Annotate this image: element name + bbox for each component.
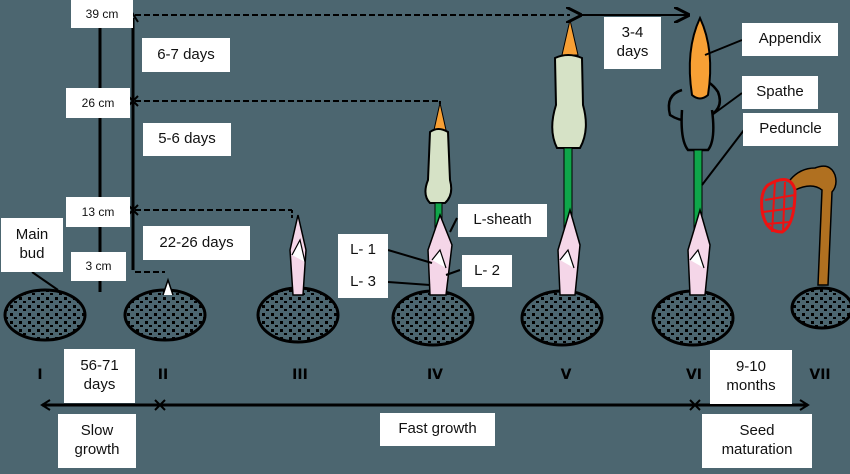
label-spathe: Spathe — [742, 76, 818, 109]
label-l-sheath: L-sheath — [458, 204, 547, 237]
tuber-stage-iv — [391, 289, 475, 347]
stage-label-v: V — [560, 367, 572, 383]
scale-label-39cm: 39 cm — [71, 0, 133, 28]
plant-stage-v — [551, 19, 587, 296]
plant-stage-vi — [667, 15, 722, 296]
stage-label-iii: III — [292, 367, 308, 383]
interval-v-vi: 3-4 days — [604, 17, 661, 69]
phase-fast-growth: Fast growth — [380, 413, 495, 446]
tuber-stage-ii — [123, 277, 207, 342]
stage-label-iv: IV — [426, 367, 444, 383]
tuber-stage-v — [520, 289, 604, 347]
tuber-stage-iii — [256, 286, 340, 344]
scale-label-13cm: 13 cm — [66, 197, 130, 227]
interval-26-13: 5-6 days — [143, 123, 231, 156]
growth-timeline-arrow — [127, 12, 139, 270]
phase-timeline — [40, 399, 810, 411]
label-l3: L- 3 — [338, 266, 388, 298]
shoot-stage-iii — [289, 214, 307, 296]
scale-label-3cm: 3 cm — [71, 252, 126, 281]
scale-label-26cm: 26 cm — [66, 88, 130, 118]
stage-label-ii: II — [157, 367, 169, 383]
vi-pointers — [701, 39, 745, 186]
tuber-stage-vii — [790, 286, 850, 330]
height-guide-lines — [135, 14, 570, 273]
stage-label-i: I — [37, 367, 43, 383]
phase-slow-growth: Slow growth — [58, 414, 136, 468]
interval-13-3: 22-26 days — [143, 226, 250, 260]
stage-label-vi: VI — [685, 367, 703, 383]
tuber-stage-i — [3, 288, 87, 342]
label-peduncle: Peduncle — [743, 113, 838, 146]
interval-39-26: 6-7 days — [142, 38, 230, 72]
stage-label-vii: VII — [809, 367, 831, 383]
label-appendix: Appendix — [742, 23, 838, 56]
plant-stage-iv — [424, 102, 453, 296]
leaf-pointers — [387, 217, 461, 286]
interval-i-ii: 56-71 days — [64, 349, 135, 403]
label-main-bud: Main bud — [1, 218, 63, 272]
tubers — [3, 277, 850, 347]
label-l1: L- 1 — [338, 234, 388, 266]
tuber-stage-vi — [651, 289, 735, 347]
label-l2: L- 2 — [462, 255, 512, 287]
phase-seed-maturation: Seed maturation — [702, 414, 812, 468]
interval-vi-vii: 9-10 months — [710, 350, 792, 404]
plant-stage-vii — [760, 165, 837, 286]
